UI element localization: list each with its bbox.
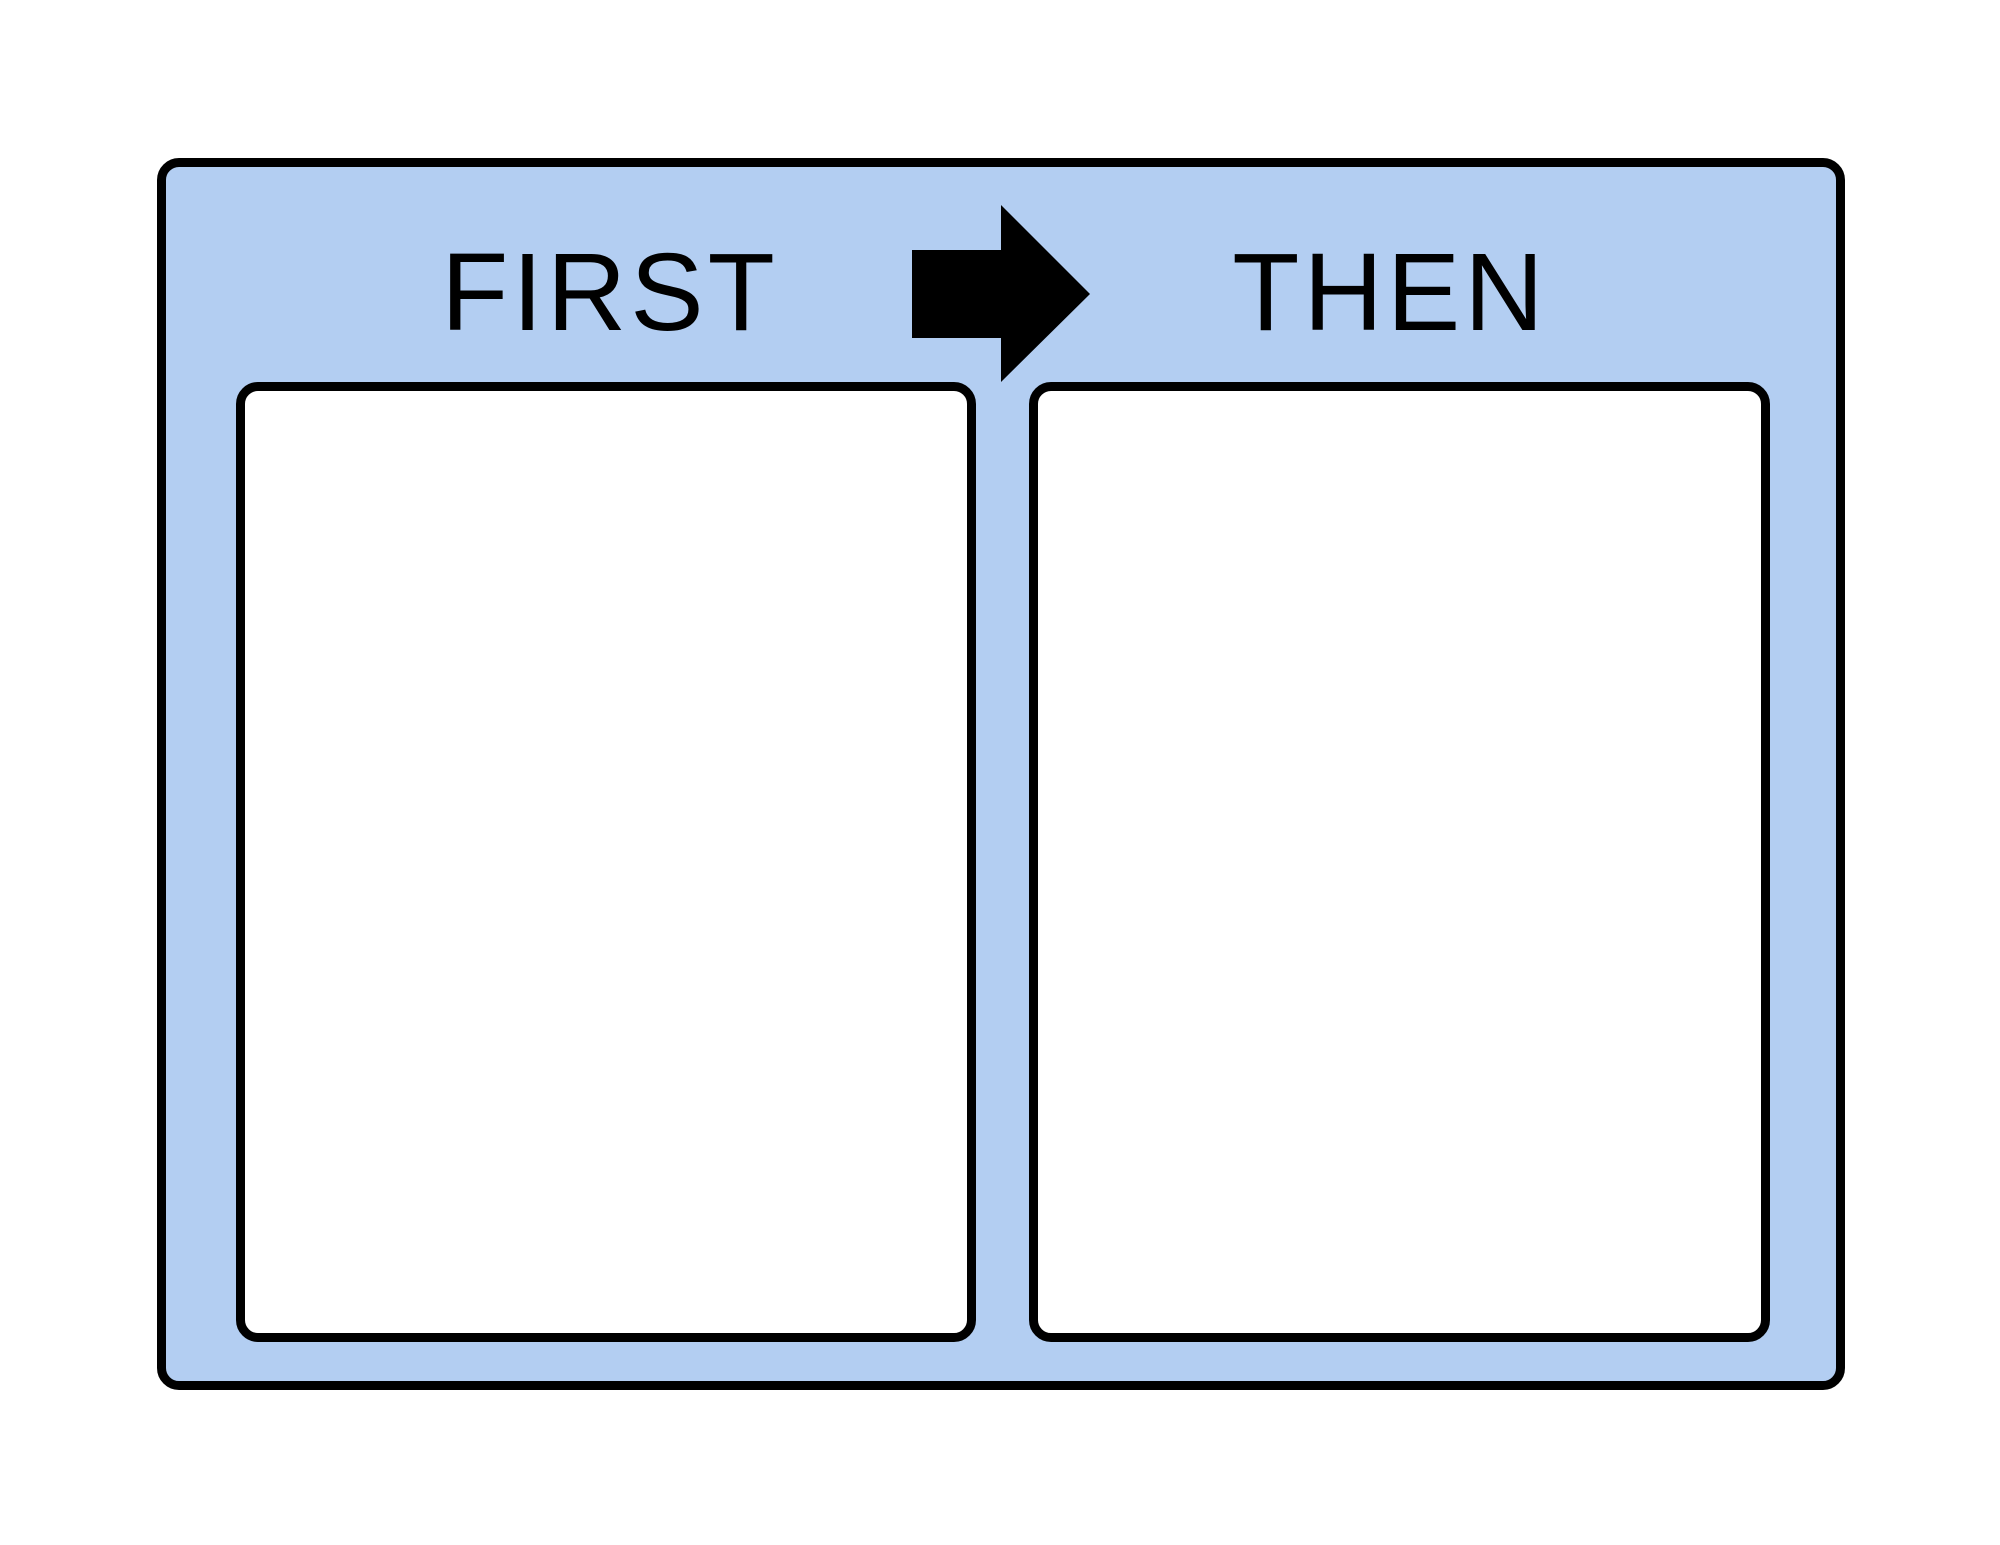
then-heading: THEN — [1232, 231, 1548, 354]
then-panel — [1029, 382, 1770, 1342]
first-panel — [236, 382, 976, 1342]
right-arrow-icon — [912, 205, 1090, 382]
first-heading: FIRST — [441, 231, 779, 354]
